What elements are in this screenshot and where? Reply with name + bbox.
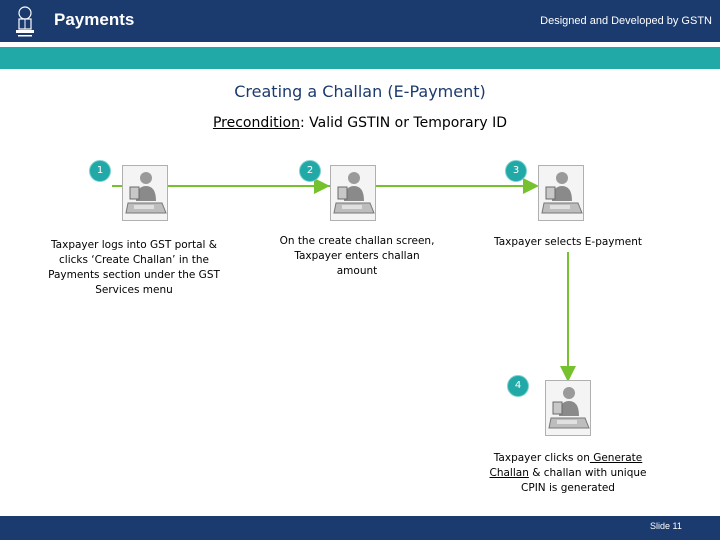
header-credit: Designed and Developed by GSTN [540, 15, 712, 27]
footer-bar [0, 516, 720, 540]
step-1-caption: Taxpayer logs into GST portal & clicks ‘… [48, 239, 220, 296]
slide-title: Creating a Challan (E-Payment) [234, 82, 486, 101]
person-at-computer-icon [330, 165, 376, 221]
step-1-badge: 1 [89, 160, 111, 182]
teal-band [0, 47, 720, 69]
person-at-computer-icon [538, 165, 584, 221]
step-4-badge: 4 [507, 375, 529, 397]
step-3-badge: 3 [505, 160, 527, 182]
person-at-computer-icon [122, 165, 168, 221]
step-3-caption: Taxpayer selects E-payment [494, 236, 642, 248]
step-2-caption: On the create challan screen, Taxpayer e… [279, 235, 435, 277]
precondition-label: Precondition [212, 115, 300, 131]
precondition-text: : Valid GSTIN or Temporary ID [299, 115, 508, 131]
step-4-caption: Taxpayer clicks on Generate Challan & ch… [489, 452, 647, 494]
step-2-badge: 2 [299, 160, 321, 182]
person-at-computer-icon [545, 380, 591, 436]
emblem-icon [16, 6, 34, 37]
header-title: Payments [54, 10, 135, 29]
header-bar: Payments Designed and Developed by GSTN [0, 0, 720, 42]
slide-number: Slide 11 [650, 521, 682, 531]
precondition: Precondition: Valid GSTIN or Temporary I… [0, 115, 720, 131]
